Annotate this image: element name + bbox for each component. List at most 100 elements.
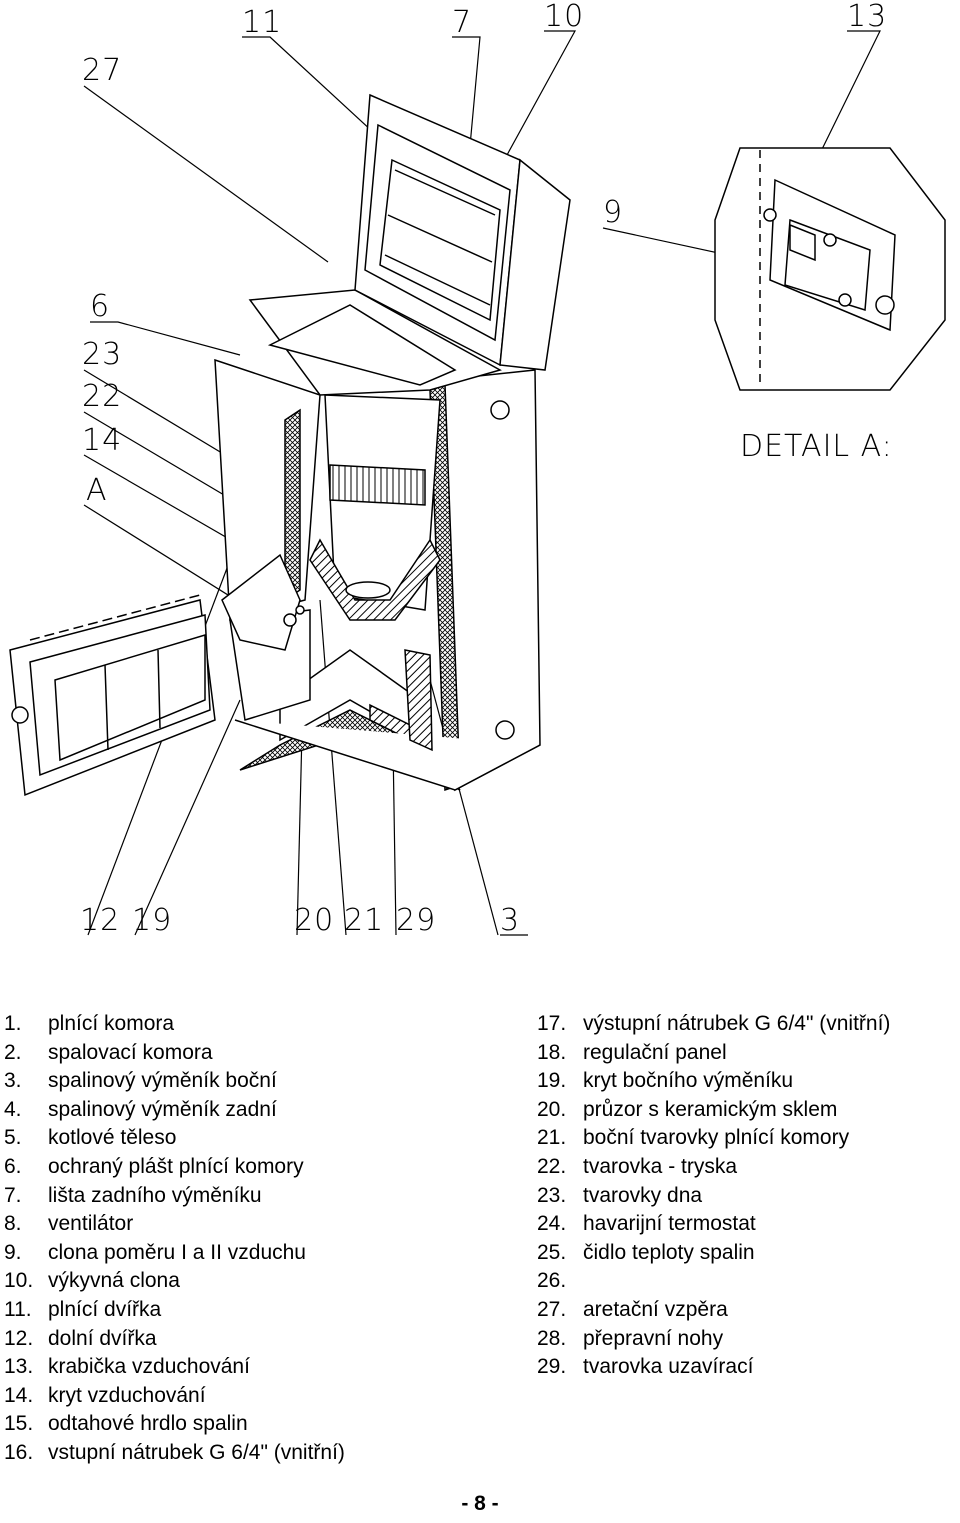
legend-item: 12. dolní dvířka [4, 1325, 424, 1354]
legend-item-number: 21. [537, 1126, 567, 1150]
callout-14: 14 [82, 423, 122, 458]
legend-item-number: 12. [4, 1326, 34, 1350]
detail-a-label: DETAIL A: [740, 429, 893, 464]
detail-a-octagon [714, 147, 946, 391]
legend-item-number: 2. [4, 1040, 22, 1064]
legend-item-text: clona poměru I a II vzduchu [48, 1240, 306, 1264]
legend-item-text: plnící komora [48, 1012, 175, 1035]
legend-item-text: havarijní termostat [583, 1212, 756, 1236]
legend-item: 6.ochraný plášt plnící komory [4, 1153, 424, 1182]
legend-item: 28. přepravní nohy [537, 1325, 957, 1354]
legend-item-text: spalinový výměník zadní [48, 1097, 277, 1121]
callout-13: 13 [847, 0, 887, 34]
legend-item-number: 19. [537, 1069, 567, 1093]
lower-door-open [9, 594, 216, 797]
legend-item-text: tvarovky dna [583, 1183, 703, 1207]
callout-23: 23 [82, 337, 122, 372]
legend-item-text: čidlo teploty spalin [583, 1240, 755, 1264]
legend-item-number: 27. [537, 1297, 567, 1321]
callout-19: 19 [132, 903, 172, 938]
legend-item-text: aretační vzpěra [583, 1297, 728, 1321]
legend-item: 20.průzor s keramickým sklem [537, 1096, 957, 1125]
callout-11: 11 [242, 5, 282, 40]
legend-item-text: výkyvná clona [48, 1269, 180, 1293]
legend-item-text: boční tvarovky plnící komory [583, 1126, 850, 1150]
parts-legend-left: 1. plnící komora 2. spalovací komora 3. spali… [4, 1010, 424, 1468]
legend-item-number: 17. [537, 1012, 567, 1035]
legend-item-text: kryt vzduchování [48, 1383, 206, 1407]
callout-6: 6 [90, 289, 110, 324]
legend-item: 18.regulační panel [537, 1039, 957, 1068]
legend-item-text: krabička vzduchování [48, 1355, 250, 1379]
legend-item-text: přepravní nohy [583, 1326, 724, 1350]
legend-item-number: 4. [4, 1097, 22, 1121]
legend-item-text: plnící dvířka [48, 1297, 162, 1321]
callout-27: 27 [82, 53, 122, 88]
legend-item-text: kryt bočního výměníku [583, 1069, 794, 1093]
legend-item-text: vstupní nátrubek G 6/4" (vnitřní) [48, 1440, 345, 1464]
legend-item: 29. tvarovka uzavírací [537, 1353, 957, 1382]
legend-item-text: odtahové hrdlo spalin [48, 1412, 248, 1436]
legend-item-number: 13. [4, 1355, 34, 1379]
legend-item: 11. plnící dvířka [4, 1296, 424, 1325]
legend-item: 1. plnící komora [4, 1010, 424, 1039]
legend-item-text: spalovací komora [48, 1040, 213, 1064]
legend-item-number: 5. [4, 1126, 22, 1150]
legend-item-number: 28. [537, 1326, 567, 1350]
legend-item: 16. vstupní nátrubek G 6/4" (vnitřní) [4, 1439, 424, 1468]
legend-item: 27. aretační vzpěra [537, 1296, 957, 1325]
callout-22: 22 [82, 379, 122, 414]
legend-item: 4. spalinový výměník zadní [4, 1096, 424, 1125]
legend-item-number: 10. [4, 1269, 34, 1293]
legend-item-text: spalinový výměník boční [48, 1069, 277, 1093]
legend-item-number: 26. [537, 1269, 567, 1293]
legend-item-text: ochraný plášt plnící komory [48, 1154, 304, 1178]
legend-item: 19. kryt bočního výměníku [537, 1067, 957, 1096]
parts-legend-right: 17.výstupní nátrubek G 6/4" (vnitřní)18.… [537, 1010, 957, 1382]
legend-item-text: průzor s keramickým sklem [583, 1097, 838, 1121]
legend-item-number: 14. [4, 1383, 34, 1407]
legend-item: 14. kryt vzduchování [4, 1382, 424, 1411]
legend-item-text: dolní dvířka [48, 1326, 157, 1350]
legend-item-text: kotlové těleso [48, 1126, 177, 1150]
legend-item: 25.čidlo teploty spalin [537, 1239, 957, 1268]
boiler-body [214, 289, 541, 792]
callout-29: 29 [396, 903, 436, 938]
callout-3: 3 [500, 903, 520, 938]
legend-item: 7.lišta zadního výměníku [4, 1182, 424, 1211]
legend-item: 13. krabička vzduchování [4, 1353, 424, 1382]
fan-blower [221, 553, 305, 651]
legend-item: 17.výstupní nátrubek G 6/4" (vnitřní) [537, 1010, 957, 1039]
legend-item-number: 1. [4, 1012, 22, 1035]
callout-7: 7 [452, 5, 472, 40]
legend-item-number: 29. [537, 1355, 567, 1379]
legend-item-text: tvarovka uzavírací [583, 1355, 754, 1379]
page-number: - 8 - [461, 1492, 499, 1515]
callout-numbers: 27 11 7 10 13 9 6 23 22 14 A 12 19 20 21… [80, 0, 893, 938]
callout-12: 12 [80, 903, 120, 938]
legend-item-number: 3. [4, 1069, 22, 1093]
legend-item-number: 22. [537, 1154, 567, 1178]
legend-item: 9. clona poměru I a II vzduchu [4, 1239, 424, 1268]
legend-item: 3. spalinový výměník boční [4, 1067, 424, 1096]
callout-10: 10 [544, 0, 584, 34]
legend-item: 10. výkyvná clona [4, 1267, 424, 1296]
legend-item: 2. spalovací komora [4, 1039, 424, 1068]
legend-item-number: 24. [537, 1212, 567, 1236]
legend-item-number: 16. [4, 1440, 34, 1464]
legend-item: 26. [537, 1267, 957, 1296]
legend-item-text: tvarovka - tryska [583, 1154, 738, 1178]
legend-item-number: 18. [537, 1040, 567, 1064]
legend-item: 24. havarijní termostat [537, 1210, 957, 1239]
legend-item-text: lišta zadního výměníku [48, 1183, 262, 1207]
legend-item: 8.ventilátor [4, 1210, 424, 1239]
legend-item-number: 15. [4, 1412, 34, 1436]
legend-item: 21. boční tvarovky plnící komory [537, 1124, 957, 1153]
legend-item-number: 8. [4, 1212, 22, 1236]
legend-item-number: 11. [4, 1297, 32, 1321]
boiler-technical-drawing: 27 11 7 10 13 9 6 23 22 14 A 12 19 20 21… [9, 0, 946, 938]
filling-door-open [354, 93, 571, 371]
legend-item: 23. tvarovky dna [537, 1182, 957, 1211]
legend-item-number: 23. [537, 1183, 567, 1207]
legend-item-number: 9. [4, 1240, 22, 1264]
